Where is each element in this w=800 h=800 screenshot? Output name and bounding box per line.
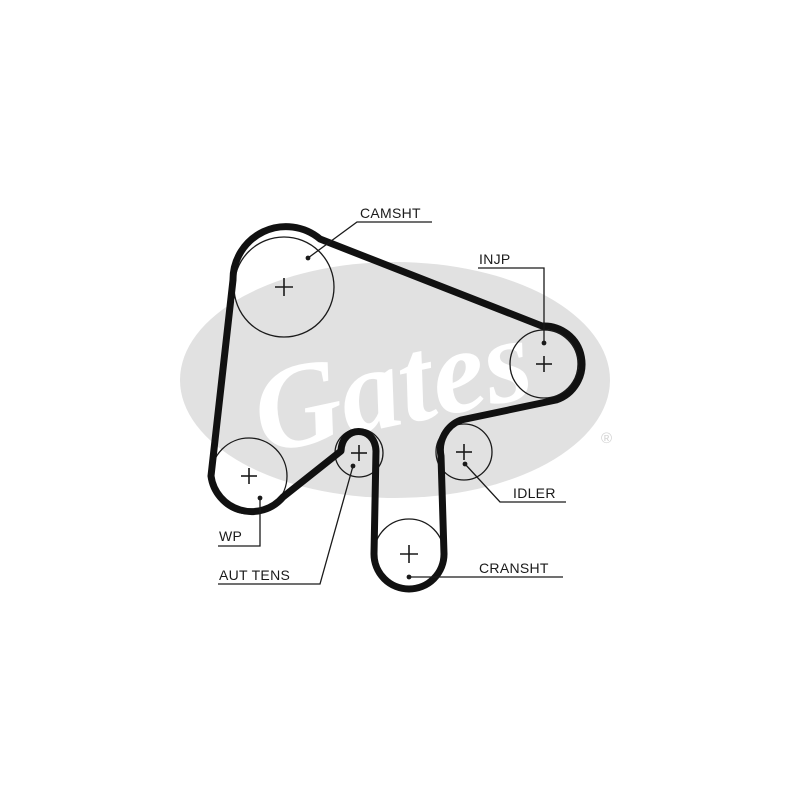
component-labels: CAMSHT INJP IDLER CRANSHT AUT TENS WP [219,205,556,583]
label-camshaft: CAMSHT [360,205,421,221]
gates-watermark: Gates ® [180,262,612,498]
idler-pulley-circle [435,423,493,481]
label-leaders [218,221,566,585]
label-injection-pump: INJP [479,251,511,267]
wp-leader [218,495,263,547]
tensioner-leader [218,463,356,585]
label-crankshaft: CRANSHT [479,560,549,576]
label-idler: IDLER [513,485,556,501]
watermark-registered-mark: ® [601,430,612,447]
watermark-ellipse [180,262,610,498]
idler-leader [462,461,566,503]
crankshaft-leader [406,574,563,580]
label-auto-tensioner: AUT TENS [219,567,290,583]
pulley-idler [435,423,493,481]
label-water-pump: WP [219,528,242,544]
timing-belt [207,223,586,593]
injp-leader [478,267,547,346]
camshaft-leader [305,221,432,261]
